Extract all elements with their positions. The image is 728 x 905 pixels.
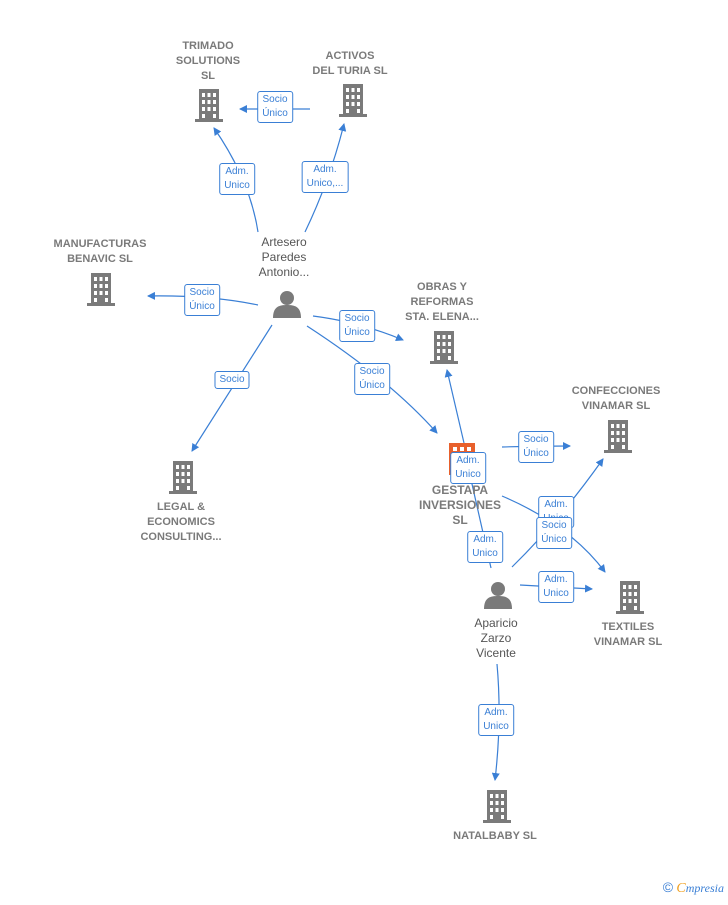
node-label-trimado[interactable]: TRIMADO SOLUTIONS SL bbox=[175, 40, 241, 82]
node-label-confecciones[interactable]: CONFECCIONES VINAMAR SL bbox=[571, 385, 661, 412]
building-icon-confecciones[interactable] bbox=[604, 420, 632, 453]
building-icon-textiles[interactable] bbox=[616, 581, 644, 614]
node-label-legal[interactable]: LEGAL & ECONOMICS CONSULTING... bbox=[140, 501, 222, 543]
building-icon-legal[interactable] bbox=[169, 461, 197, 494]
building-icon-obras[interactable] bbox=[430, 331, 458, 364]
edge-label[interactable]: Adm.Unico bbox=[538, 571, 574, 603]
person-icon-aparicio[interactable] bbox=[484, 582, 512, 609]
person-icon-artesero[interactable] bbox=[273, 291, 301, 318]
building-icon-manufacturas[interactable] bbox=[87, 273, 115, 306]
edge-line bbox=[444, 369, 465, 444]
edge-label[interactable]: Adm.Unico,... bbox=[301, 161, 349, 193]
footer-brand: © Cmpresia bbox=[663, 879, 724, 897]
node-label-obras[interactable]: OBRAS Y REFORMAS STA. ELENA... bbox=[405, 281, 479, 323]
node-label-activos[interactable]: ACTIVOS DEL TURIA SL bbox=[312, 50, 388, 77]
building-icon-trimado[interactable] bbox=[195, 89, 223, 122]
brand-name: mpresia bbox=[685, 881, 724, 895]
node-label-textiles[interactable]: TEXTILES VINAMAR SL bbox=[593, 621, 663, 648]
person-label-artesero[interactable]: Artesero Paredes Antonio... bbox=[258, 235, 310, 279]
edge-label[interactable]: Adm.Unico bbox=[219, 163, 255, 195]
person-label-aparicio[interactable]: Aparicio Zarzo Vicente bbox=[474, 616, 518, 660]
node-label-manufacturas[interactable]: MANUFACTURAS BENAVIC SL bbox=[53, 238, 147, 265]
building-icon-natalbaby[interactable] bbox=[483, 790, 511, 823]
node-label-natalbaby[interactable]: NATALBABY SL bbox=[453, 830, 537, 842]
brand-initial: C bbox=[676, 881, 686, 896]
edge-label[interactable]: Socio bbox=[214, 371, 250, 389]
edge-label[interactable]: Adm.Unico bbox=[478, 704, 514, 736]
edge-label[interactable]: Adm.Unico bbox=[467, 531, 503, 563]
node-label-gestapa[interactable]: GESTAPA INVERSIONES SL bbox=[418, 483, 502, 527]
edge-label[interactable]: Adm.Unico bbox=[450, 452, 486, 484]
copyright-icon: © bbox=[662, 879, 674, 895]
building-icon-activos[interactable] bbox=[339, 84, 367, 117]
